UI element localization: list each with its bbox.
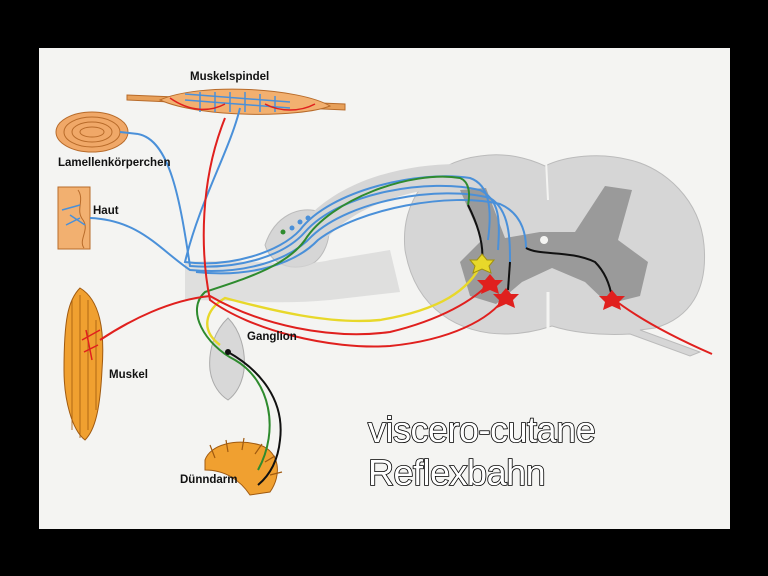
drg-neuron xyxy=(297,219,303,225)
spindle-efferent-endings xyxy=(169,97,316,111)
afferent-fiber xyxy=(89,192,511,272)
label-ganglion: Ganglion xyxy=(247,331,297,343)
dorsal-root xyxy=(310,164,488,240)
ganglion xyxy=(209,317,245,401)
label-lamellenkoerperchen: Lamellenkörperchen xyxy=(58,157,171,169)
spinal-cord xyxy=(403,154,706,357)
efferent-fiber xyxy=(202,117,507,348)
label-muskelspindel: Muskelspindel xyxy=(190,71,270,83)
central-canal xyxy=(540,236,549,244)
lamellar-corpuscle xyxy=(55,111,139,153)
label-duenndarm: Dünndarm xyxy=(180,474,238,486)
efferent-fiber xyxy=(611,297,713,355)
motor-neuron xyxy=(599,290,625,310)
visceral-efferent-neuron xyxy=(468,253,496,274)
drg-neuron xyxy=(280,229,286,235)
postganglionic-fiber xyxy=(227,351,282,486)
label-muskel: Muskel xyxy=(109,369,148,381)
title-line-2: Reflexbahn xyxy=(367,452,546,493)
neuron-cells xyxy=(225,215,625,355)
small-intestine xyxy=(204,437,283,496)
visceral-afferent-fiber xyxy=(195,175,470,471)
motor-neuron xyxy=(477,274,503,294)
visceral-efferent-fiber xyxy=(206,261,484,346)
interneuron xyxy=(507,261,511,291)
spindle-afferent-endings xyxy=(184,92,291,112)
muscle xyxy=(63,287,104,441)
afferent-fiber xyxy=(137,133,500,268)
drg-neuron xyxy=(289,225,295,231)
drg-neuron xyxy=(305,215,311,221)
skin xyxy=(57,186,91,250)
ganglion-neuron xyxy=(225,349,231,355)
interneuron xyxy=(525,247,613,299)
motor-neuron xyxy=(493,288,519,308)
dorsal-sulcus xyxy=(545,159,549,201)
title-line-1: viscero-cutane xyxy=(367,409,596,450)
afferent-fiber xyxy=(195,199,527,275)
label-haut: Haut xyxy=(93,205,119,217)
nerve-fibers xyxy=(89,107,713,486)
muscle-spindle xyxy=(126,88,346,115)
efferent-fiber xyxy=(99,281,491,341)
spinal-cord-grey-matter xyxy=(460,186,648,304)
